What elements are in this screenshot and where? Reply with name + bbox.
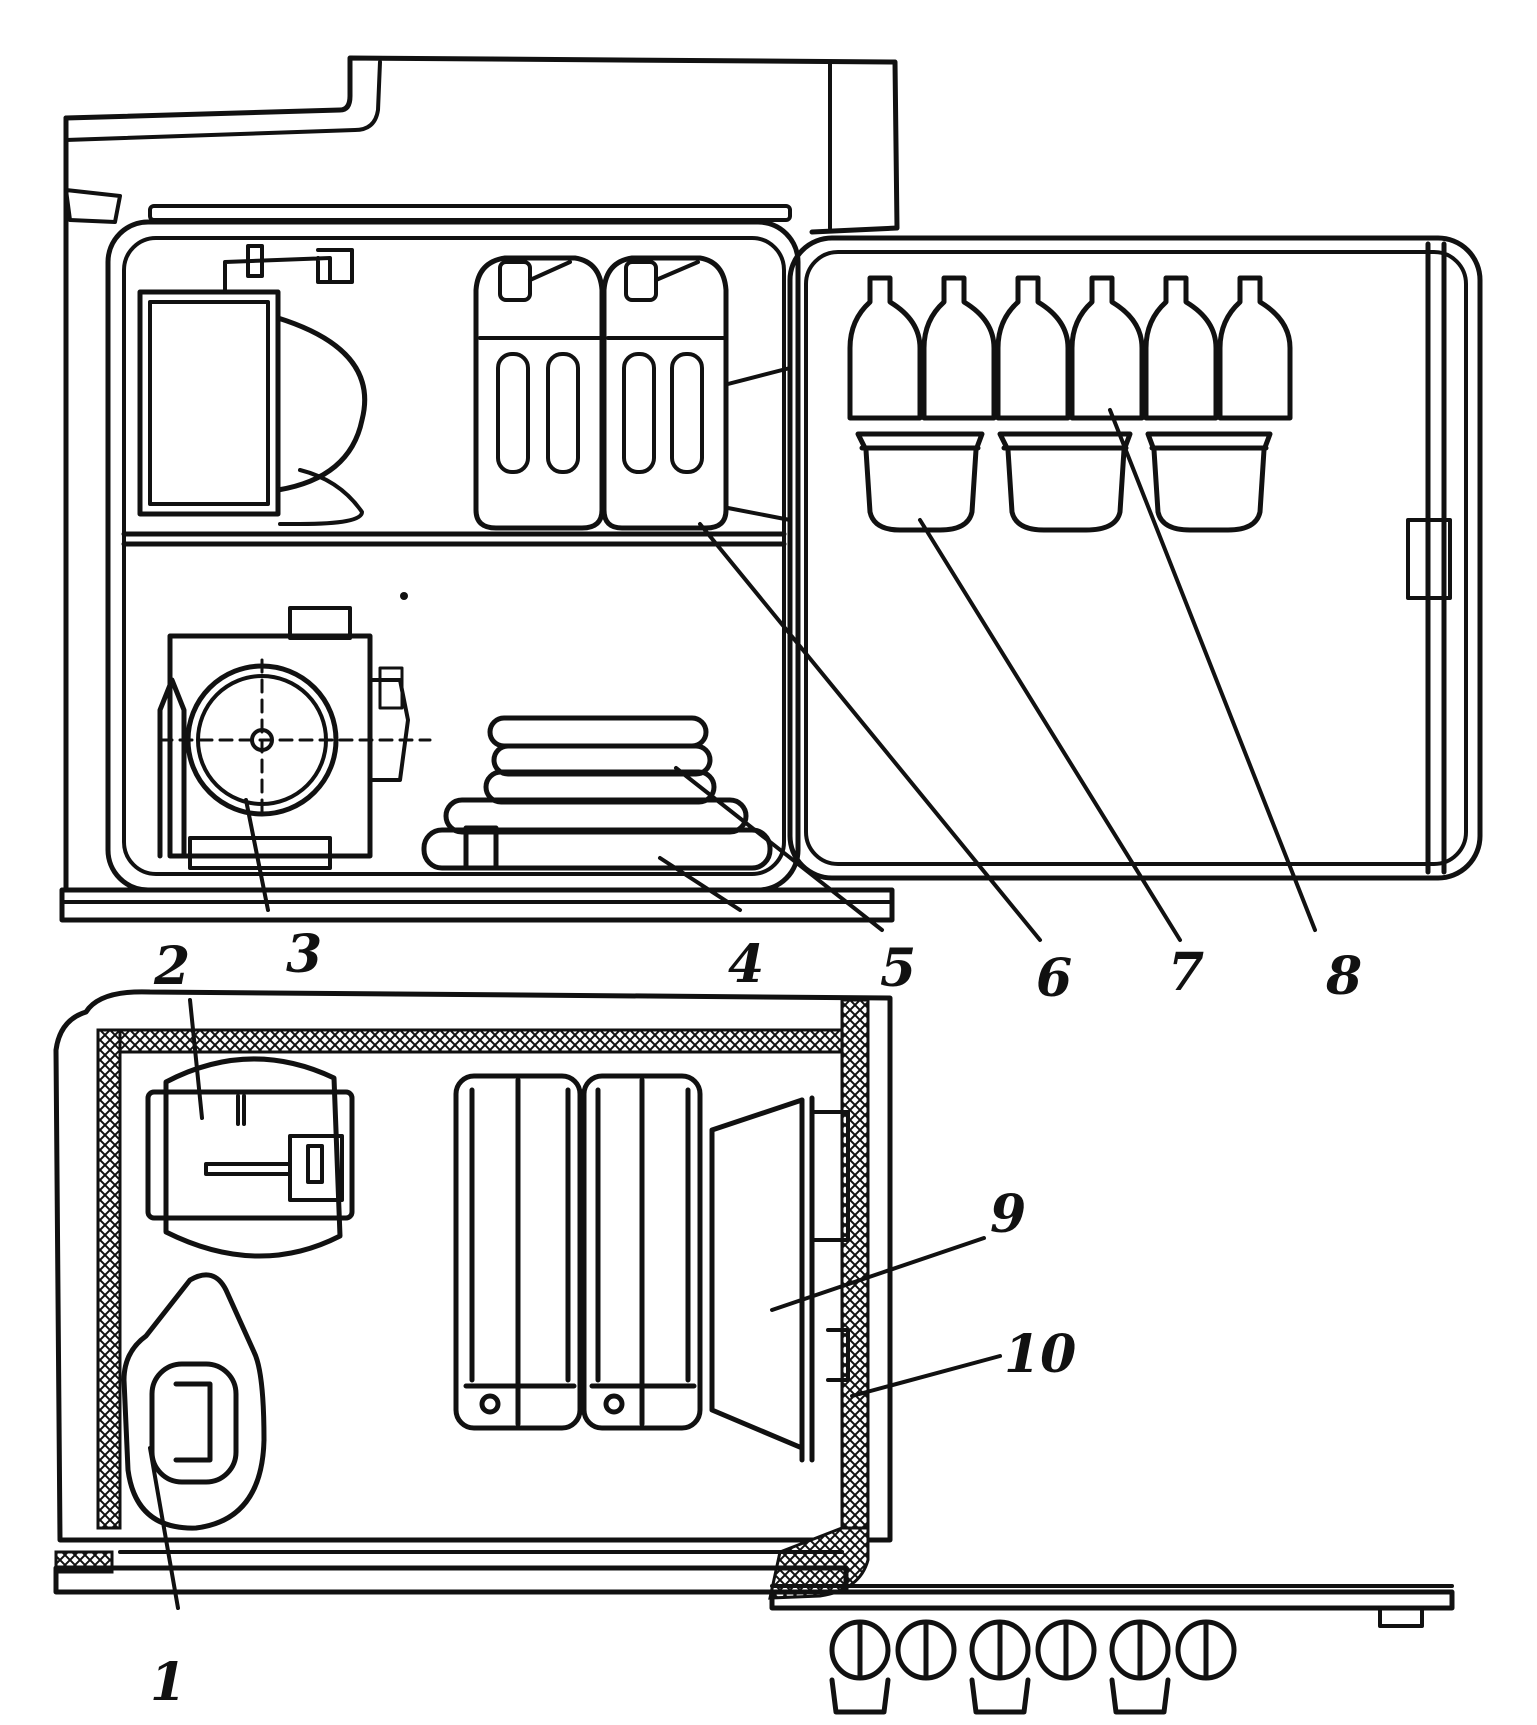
cabinet-body-inner <box>122 236 786 876</box>
vessel-outline <box>121 1272 267 1531</box>
pump-side-motor <box>368 678 410 782</box>
insulation-left <box>96 1028 122 1530</box>
mark-dot <box>400 592 408 600</box>
sterilizer-handle <box>204 1162 292 1176</box>
callout-labels: 1 2 3 4 5 6 7 8 9 10 <box>150 924 1362 1713</box>
door-latch <box>1406 518 1452 600</box>
canister-grooves <box>478 336 726 474</box>
device-dome <box>275 315 368 493</box>
callout-10: 10 <box>1004 1324 1076 1385</box>
cabinet-left-molding <box>64 188 122 224</box>
pump-lever <box>157 677 187 859</box>
device-box <box>137 289 281 517</box>
canister-holder <box>726 366 792 522</box>
lower-floor <box>53 1565 849 1595</box>
cabinet-top-rail <box>148 204 792 222</box>
cabinet-roof-inner-line <box>64 60 382 142</box>
callout-3: 3 <box>286 924 322 985</box>
bottom-cabinet-view <box>53 989 1455 1715</box>
door-edge <box>1425 241 1447 875</box>
upper-left-device <box>137 244 368 526</box>
callout-2: 2 <box>153 936 190 997</box>
insulation-right <box>840 998 870 1530</box>
fold-out-shelf <box>769 1584 1455 1715</box>
cabinet-shelf <box>121 531 787 547</box>
door-outer <box>787 235 1483 881</box>
callout-7: 7 <box>1168 942 1204 1003</box>
device-box-inner <box>148 300 270 506</box>
vessel-handle <box>173 1381 213 1463</box>
door-inner <box>804 250 1468 866</box>
stacked-mats <box>421 715 773 871</box>
fold-shelf-board <box>769 1589 1455 1611</box>
device-hose <box>278 468 364 526</box>
fold-shelf-cups <box>829 1619 1237 1715</box>
fold-shelf-foot <box>1378 1606 1424 1628</box>
pump-unit <box>157 592 432 870</box>
device-valve <box>246 244 264 278</box>
leader-lines-bottom <box>148 998 1002 1610</box>
canister-caps <box>498 260 700 302</box>
top-cabinet-view <box>59 55 1483 942</box>
canister-left <box>473 255 605 531</box>
cabinet-base-plinth <box>59 887 895 923</box>
vessel-window <box>149 1361 239 1485</box>
callout-4: 4 <box>728 934 764 995</box>
door-bottles <box>847 275 1293 421</box>
cabinet-body-outer <box>105 219 801 893</box>
shelf-canisters <box>473 255 792 531</box>
basin <box>709 1097 805 1451</box>
callout-5: 5 <box>880 938 916 999</box>
door-cup-holders <box>855 431 1273 533</box>
sterilizer-box <box>145 1056 355 1259</box>
pump-top-box <box>288 606 352 640</box>
basin-handle <box>810 1110 850 1242</box>
pump-gauge <box>378 666 404 710</box>
leader-lines-top <box>244 408 1317 942</box>
sterilizer-body <box>145 1089 355 1221</box>
basin-clamp <box>826 1328 850 1382</box>
water-vessel <box>121 1272 267 1531</box>
canister-right <box>601 255 729 531</box>
basin-edge <box>799 1095 815 1463</box>
pump-axis <box>158 658 432 822</box>
device-pipe <box>223 248 354 294</box>
callout-8: 8 <box>1325 946 1362 1007</box>
open-door <box>787 235 1483 881</box>
sterilizer-latch-slot <box>306 1144 324 1184</box>
cabinet-roof-outline <box>63 55 900 235</box>
sterilizer-lid-oval <box>163 1056 343 1259</box>
lower-door-tray <box>709 1095 850 1463</box>
callout-9: 9 <box>990 1184 1026 1245</box>
callout-1: 1 <box>150 1652 186 1713</box>
pump-frame <box>167 633 373 859</box>
lower-canisters <box>453 1073 703 1431</box>
insulation-top <box>96 1028 860 1054</box>
callout-6: 6 <box>1036 948 1072 1009</box>
sterilizer-clip <box>236 1094 246 1126</box>
